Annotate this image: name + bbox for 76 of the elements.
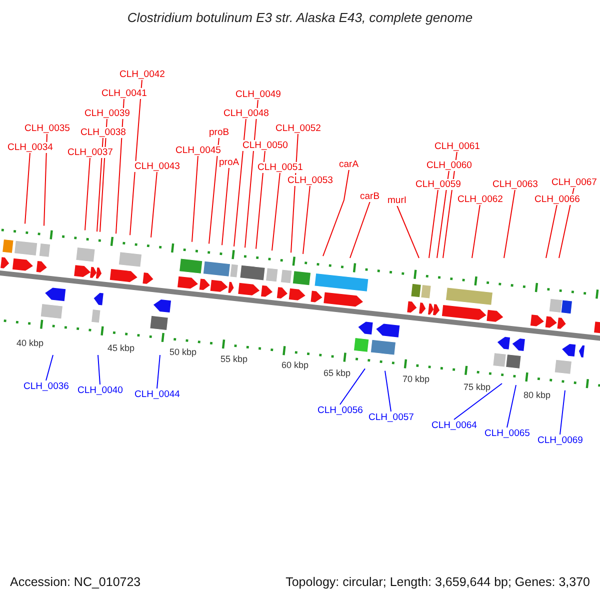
leader-line [340, 368, 366, 405]
gene-label: CLH_0042 [118, 68, 166, 80]
leader-line [454, 383, 502, 420]
gene-label: proB [208, 126, 230, 138]
gene-label: CLH_0053 [286, 174, 334, 186]
gene-label: CLH_0041 [100, 88, 148, 98]
leader-line [256, 150, 266, 250]
leader-line [428, 189, 438, 258]
scale-label: 40 kbp [16, 338, 44, 349]
diagram-title: Clostridium botulinum E3 str. Alaska E43, complete genome [126, 10, 474, 25]
gene-label: CLH_0059 [414, 178, 462, 190]
scale-label: 80 kbp [524, 390, 551, 401]
gene-label: CLH_0067 [550, 176, 598, 188]
leader-line [384, 370, 392, 412]
gene-label: CLH_0057 [368, 412, 415, 422]
leader-line [150, 171, 158, 238]
gene-label: CLH_0060 [426, 160, 473, 170]
gene-label: carA [338, 158, 360, 170]
gene-label: CLH_0038 [80, 126, 127, 138]
gene-label: CLH_0043 [134, 160, 181, 172]
gene-label: CLH_0062 [456, 194, 504, 204]
scale-label: 50 kbp [170, 347, 197, 358]
gene-label: CLH_0044 [134, 388, 181, 400]
leader-line [46, 354, 54, 381]
leader-line [234, 118, 246, 247]
gene-label: CLH_0065 [484, 428, 531, 438]
leader-line [84, 157, 90, 231]
leader-line [436, 170, 450, 258]
gene-label: CLH_0056 [316, 404, 364, 416]
leader-line [504, 189, 516, 258]
scale-label: 70 kbp [402, 374, 430, 385]
gene-label: carB [359, 190, 381, 202]
leader-line [302, 185, 310, 254]
gene-label: CLH_0061 [434, 140, 481, 152]
leader-line [560, 390, 566, 435]
gene-label: CLH_0036 [22, 380, 70, 392]
gene-label: proA [218, 156, 240, 168]
leader-line [130, 79, 142, 236]
footer-note: Topology: circular; Length: 3,659,644 bp; Genes: 3,370 [286, 575, 590, 589]
gene-label: CLH_0040 [76, 384, 124, 396]
gene-label: CLH_0037 [66, 146, 114, 158]
leader-line [322, 169, 350, 257]
leader-line [98, 354, 100, 385]
leader-line [192, 155, 198, 242]
gene-label: CLH_0048 [222, 108, 270, 118]
scale-label: 65 kbp [324, 368, 351, 379]
scale-label: 55 kbp [220, 354, 248, 365]
scale-label: 45 kbp [108, 343, 135, 354]
gene-label: CLH_0064 [430, 420, 478, 430]
gene-label: CLH_0066 [534, 194, 581, 204]
leader-line [506, 384, 516, 428]
leader-line [272, 172, 280, 252]
leader-line [222, 167, 230, 246]
leader-line [472, 204, 480, 258]
scale-label: 75 kbp [464, 382, 491, 393]
gene-label: CLH_0035 [24, 122, 71, 134]
leader-line [546, 204, 558, 258]
gene-label: CLH_0045 [174, 144, 222, 156]
leader-line [156, 354, 160, 389]
gene-label: CLH_0063 [492, 178, 539, 190]
gene-label: CLH_0050 [242, 140, 289, 150]
leader-line [24, 152, 30, 224]
footer-note: Accession: NC_010723 [10, 575, 141, 589]
scale-label: 60 kbp [282, 360, 309, 371]
leader-line [208, 137, 220, 244]
gene-label: CLH_0069 [536, 434, 584, 446]
leader-line [350, 201, 370, 258]
gene-label: CLH_0039 [84, 108, 131, 118]
leader-line [96, 137, 104, 232]
gene-label: murI [386, 194, 408, 206]
gene-label: CLH_0034 [6, 142, 54, 152]
gene-label: CLH_0051 [256, 162, 304, 172]
gene-label: CLH_0052 [274, 122, 322, 134]
leader-line [396, 205, 420, 258]
leader-line [44, 133, 48, 226]
gene-label: CLH_0049 [234, 88, 282, 100]
